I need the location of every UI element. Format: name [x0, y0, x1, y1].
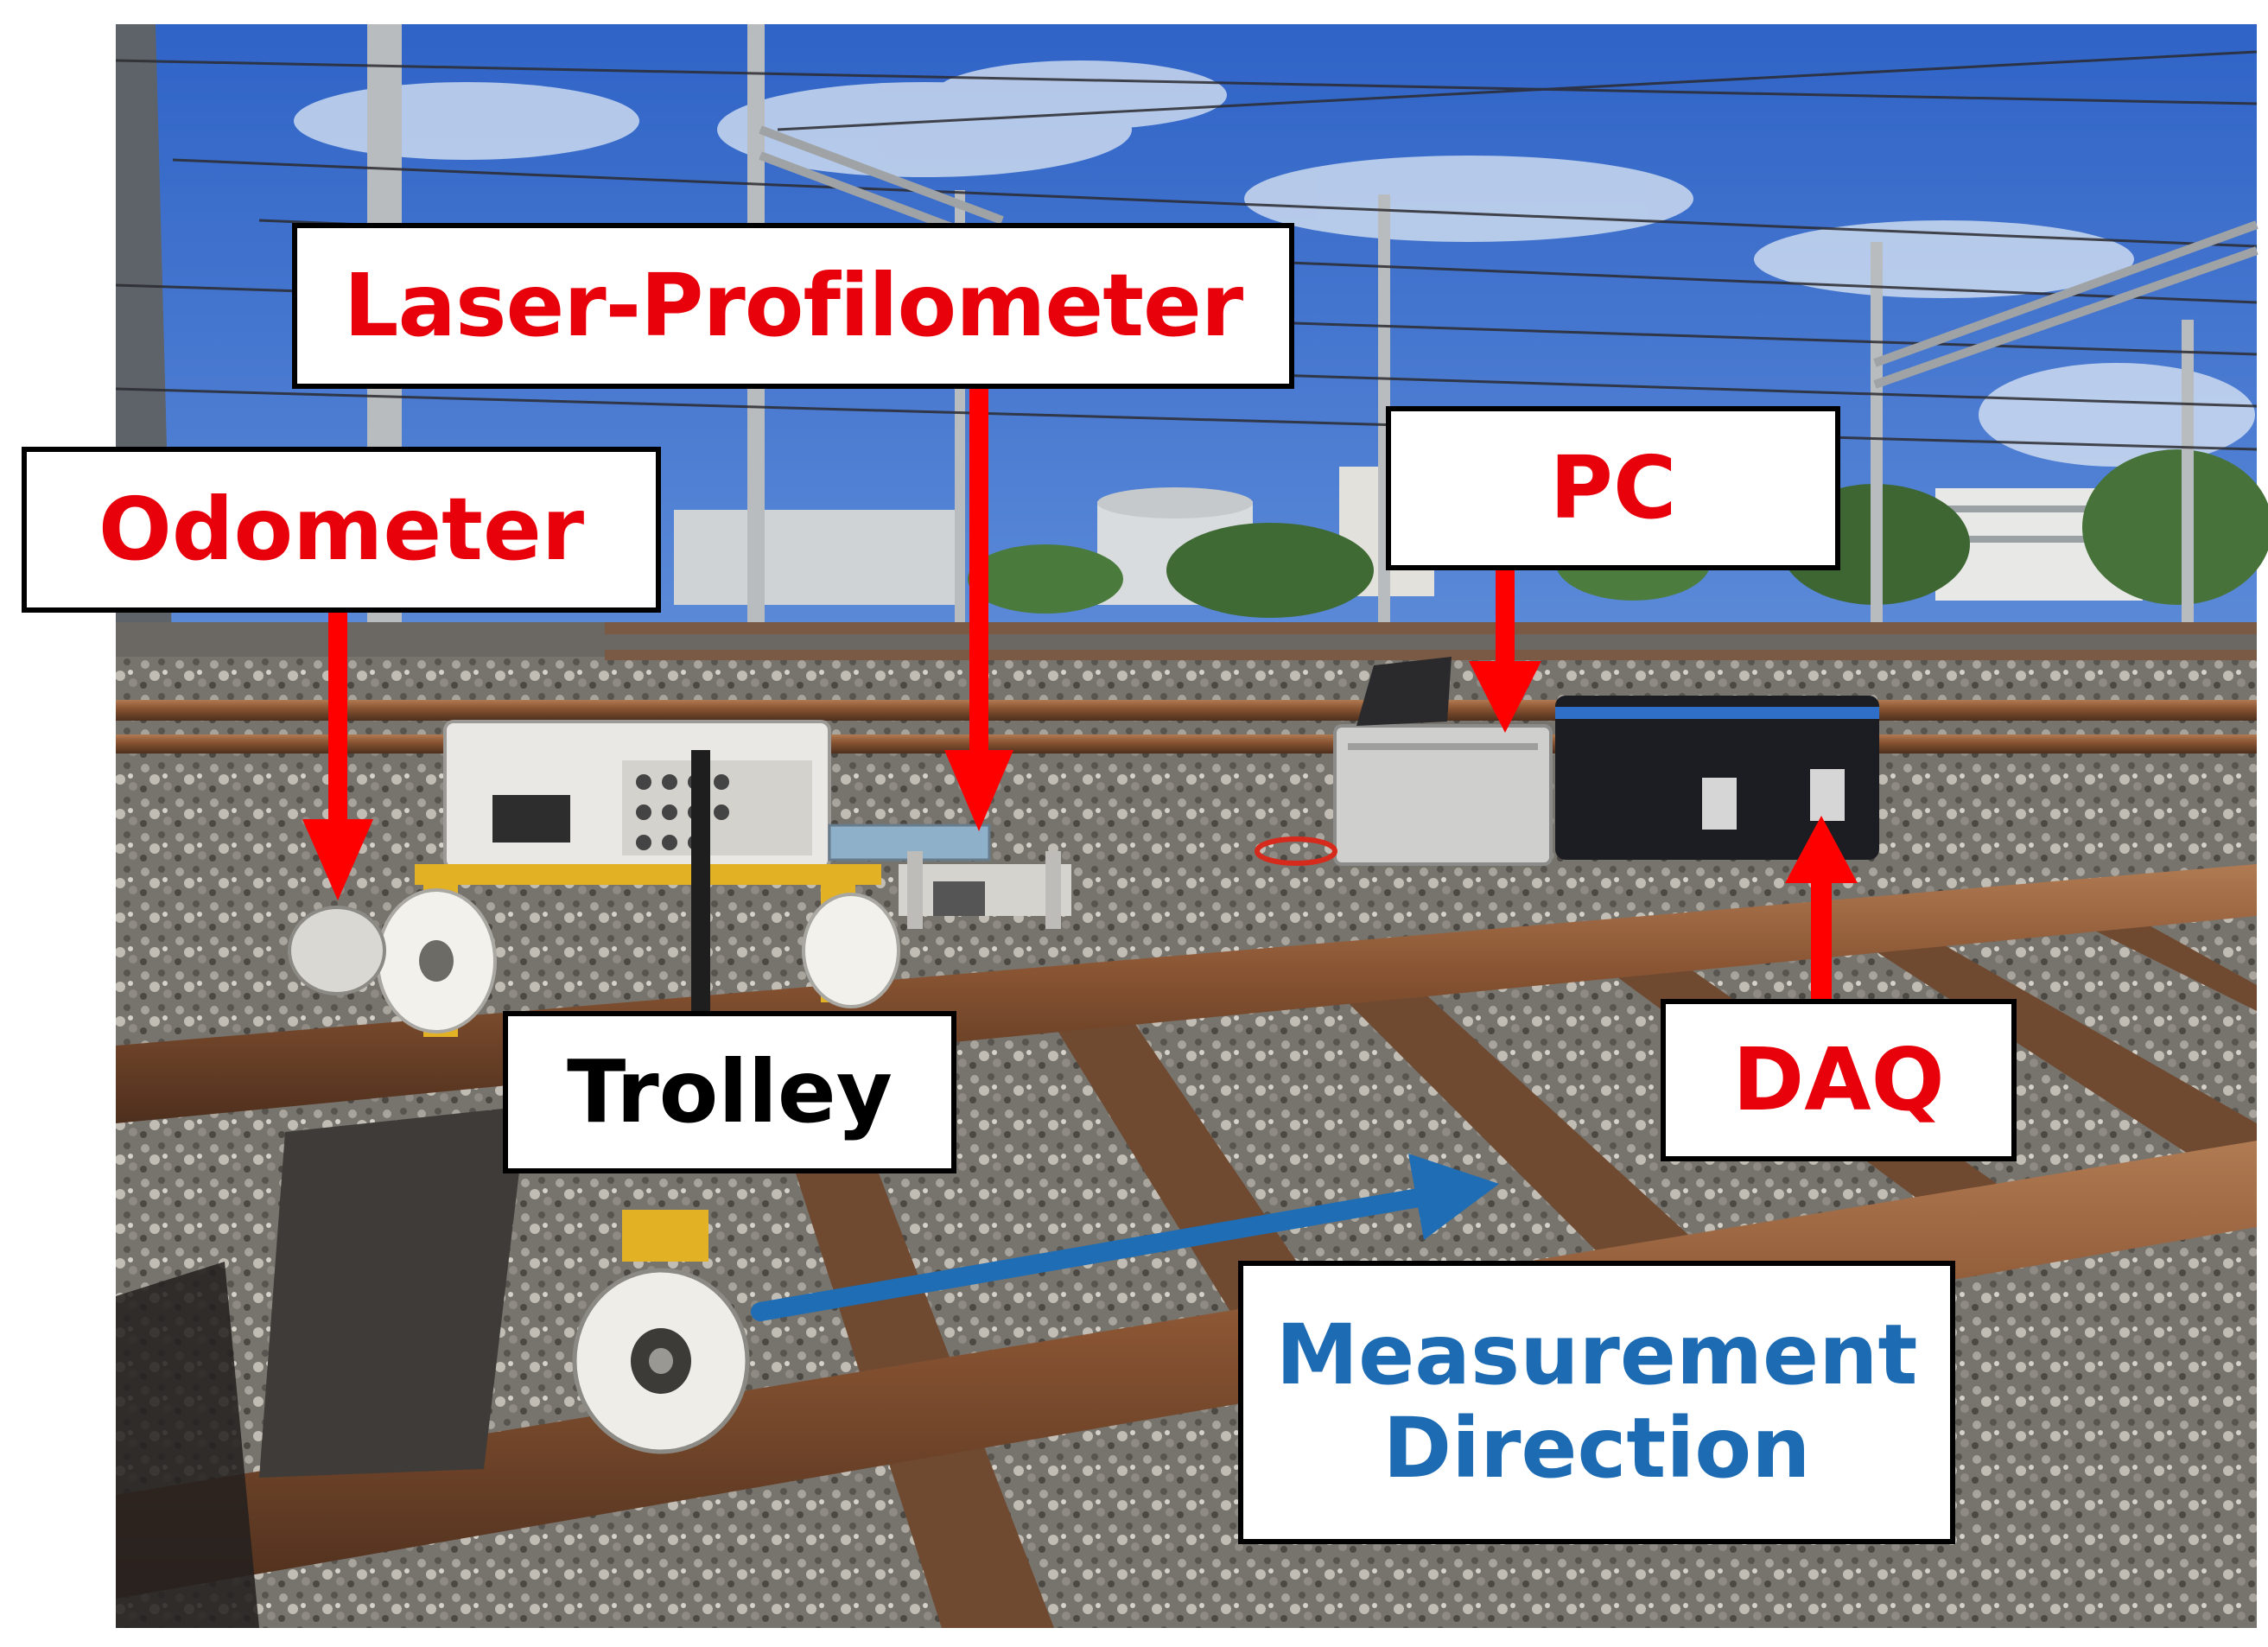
arrow-measurement [751, 1154, 1499, 1321]
pc-label: PC [1386, 406, 1840, 570]
laser-profilometer-device [828, 824, 1071, 929]
rail-front [116, 1141, 2257, 1599]
pc-text: PC [1549, 437, 1677, 538]
laser-profilometer-text: Laser-Profilometer [343, 255, 1243, 356]
trolley [288, 720, 900, 1454]
arrow-laser [944, 387, 1013, 831]
annotation-arrows [302, 387, 1858, 1321]
arrow-odometer [302, 612, 373, 900]
arrow-daq [1785, 816, 1858, 1002]
laser-profilometer-label: Laser-Profilometer [292, 223, 1294, 389]
trolley-label: Trolley [503, 1011, 956, 1173]
shadow [116, 1262, 259, 1628]
arrow-pc [1469, 570, 1541, 733]
measurement-text-line1: Measurement [1275, 1307, 1918, 1404]
pc-equipment [1333, 657, 1553, 866]
odometer-label: Odometer [22, 447, 661, 613]
odometer-text: Odometer [98, 479, 585, 580]
daq-case [1555, 696, 1879, 860]
daq-text: DAQ [1732, 1029, 1945, 1130]
wooden-board [259, 1106, 527, 1478]
measurement-direction-label: Measurement Direction [1238, 1261, 1955, 1544]
daq-label: DAQ [1661, 999, 2017, 1161]
trolley-text: Trolley [567, 1041, 893, 1142]
measurement-text-line2: Direction [1382, 1400, 1811, 1497]
cable-coil [1255, 836, 1337, 866]
